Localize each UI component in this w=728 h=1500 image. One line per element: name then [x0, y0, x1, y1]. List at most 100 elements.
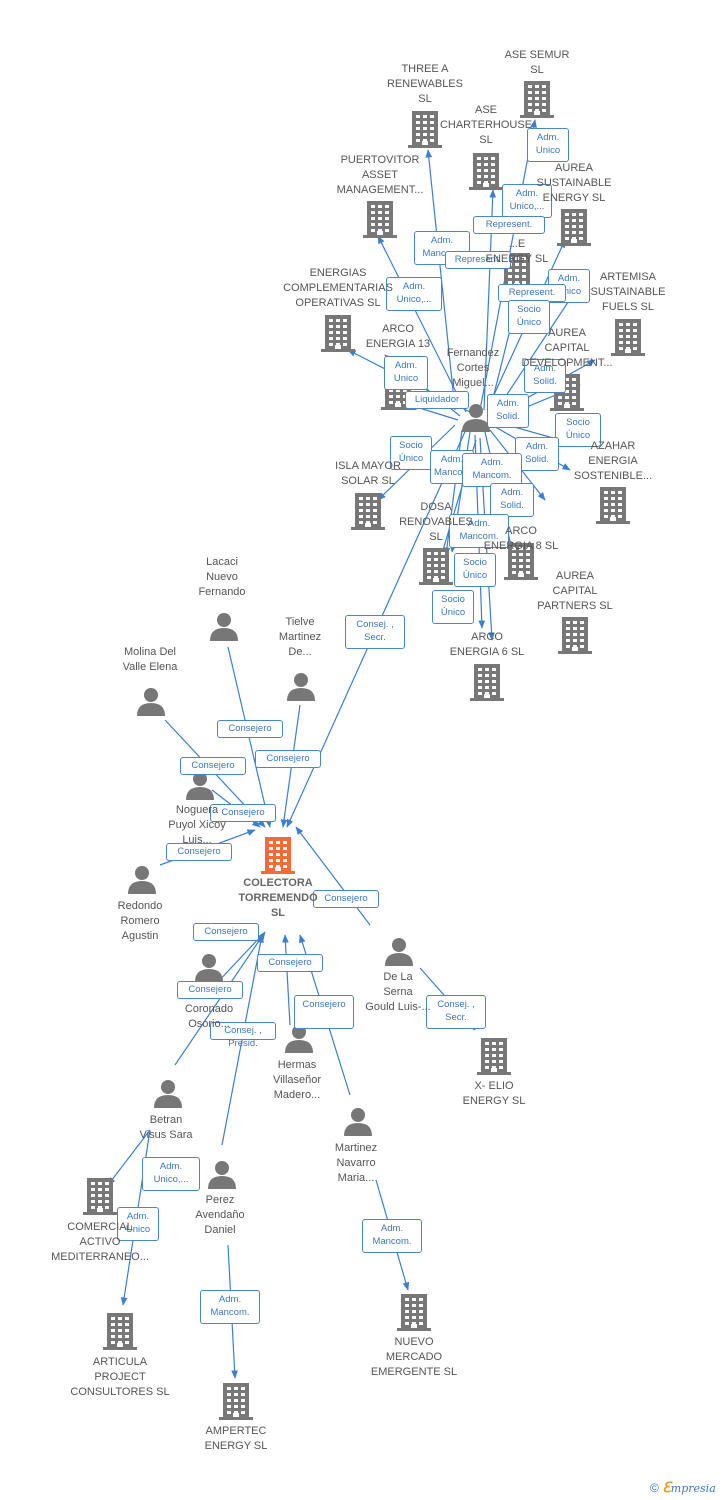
node-label-ampertec[interactable]: AMPERTEC ENERGY SL: [204, 1425, 268, 1452]
node-label-coronado[interactable]: Coronado Osorio...: [184, 1003, 234, 1030]
person-icon-noguera[interactable]: [186, 772, 214, 800]
company-icon-semur[interactable]: [520, 81, 554, 118]
company-icon-comercial[interactable]: [83, 1178, 117, 1215]
node-label-xelio[interactable]: X- ELIO ENERGY SL: [462, 1080, 526, 1107]
node-label-arco13[interactable]: ARCO ENERGIA 13: [365, 323, 431, 350]
person-icon-redondo[interactable]: [128, 866, 156, 894]
node-label-articula[interactable]: ARTICULA PROJECT CONSULTORES SL: [70, 1356, 170, 1398]
node-label-fernandez[interactable]: Fernandez Cortes Miguel...: [446, 347, 500, 389]
relation-label[interactable]: Adm. Solid.: [490, 483, 534, 517]
company-icon-ampertec[interactable]: [219, 1383, 253, 1420]
company-icon-artemisa[interactable]: [611, 319, 645, 356]
person-icon-molina[interactable]: [137, 688, 165, 716]
relation-label[interactable]: Adm. Mancom.: [200, 1290, 260, 1324]
company-icon-isla[interactable]: [351, 493, 385, 530]
node-label-focus[interactable]: COLECTORA TORREMENDO SL: [238, 877, 318, 919]
company-icon-arco8[interactable]: [504, 543, 538, 580]
relation-label[interactable]: Socio Único: [432, 590, 474, 624]
company-icon-arco6[interactable]: [470, 664, 504, 701]
relation-label[interactable]: Socio Único: [555, 413, 601, 447]
node-label-tielve[interactable]: Tielve Martinez De...: [278, 616, 322, 658]
relation-label[interactable]: Adm. Mancom.: [362, 1219, 422, 1253]
relation-label[interactable]: Consejero: [180, 757, 246, 775]
company-icon-charter[interactable]: [469, 153, 503, 190]
relation-label[interactable]: Adm. Unico: [527, 128, 569, 162]
node-label-hidden_e[interactable]: ...E ENERGY SL: [485, 238, 549, 265]
node-label-noguera[interactable]: Noguera Puyol Xicoy Luis...: [168, 804, 226, 846]
node-label-aureasus[interactable]: AUREA SUSTAINABLE ENERGY SL: [536, 162, 612, 204]
relation-label[interactable]: Adm. Solid.: [524, 359, 566, 393]
node-label-betran[interactable]: Betran Visus Sara: [139, 1114, 193, 1141]
relation-label[interactable]: Socio Único: [508, 300, 550, 334]
person-icon-fernandez[interactable]: [462, 404, 490, 432]
node-label-three[interactable]: THREE A RENEWABLES SL: [386, 63, 463, 105]
company-icon-puertovitor[interactable]: [363, 201, 397, 238]
node-label-arco6[interactable]: ARCO ENERGIA 6 SL: [449, 631, 525, 658]
node-label-aureacp[interactable]: AUREA CAPITAL PARTNERS SL: [537, 570, 613, 612]
company-icon-aureasus[interactable]: [557, 209, 591, 246]
company-icon-xelio[interactable]: [477, 1038, 511, 1075]
company-icon-dosa[interactable]: [419, 548, 453, 585]
person-icon-lacaci[interactable]: [210, 613, 238, 641]
node-label-azahar[interactable]: AZAHAR ENERGIA SOSTENIBLE...: [573, 440, 653, 482]
node-label-hermas[interactable]: Hermas Villaseñor Madero...: [272, 1059, 322, 1101]
node-label-aureadev[interactable]: AUREA CAPITAL DEVELOPMENT...: [521, 327, 613, 369]
node-label-arco8[interactable]: ARCO ENERGIA 8 SL: [483, 525, 559, 552]
person-icon-martinez[interactable]: [344, 1108, 372, 1136]
relation-label[interactable]: Consejero: [166, 843, 232, 861]
node-label-delaserna[interactable]: De La Serna Gould Luis-...: [365, 971, 431, 1013]
node-label-semur[interactable]: ASE SEMUR SL: [504, 49, 570, 76]
company-icon-articula[interactable]: [103, 1313, 137, 1350]
relation-label[interactable]: Consej. , Secr.: [426, 995, 486, 1029]
person-icon-perez[interactable]: [208, 1161, 236, 1189]
node-label-martinez[interactable]: Martinez Navarro Maria...: [334, 1142, 378, 1184]
relation-label[interactable]: Liquidador: [405, 391, 469, 409]
brand-logo[interactable]: ℇmpresia: [662, 1480, 716, 1496]
node-label-perez[interactable]: Perez Avendaño Daniel: [195, 1194, 245, 1236]
relation-label[interactable]: Adm. Unico,...: [386, 277, 442, 311]
node-label-molina[interactable]: Molina Del Valle Elena: [122, 646, 178, 673]
company-icon-three[interactable]: [408, 111, 442, 148]
relation-label[interactable]: Consejero: [193, 923, 259, 941]
node-label-redondo[interactable]: Redondo Romero Agustin: [117, 900, 163, 942]
relation-label[interactable]: Adm. Mancom.: [462, 453, 522, 487]
company-icon-azahar[interactable]: [596, 487, 630, 524]
relation-label[interactable]: Consejero: [210, 804, 276, 822]
node-label-nuevo[interactable]: NUEVO MERCADO EMERGENTE SL: [370, 1336, 458, 1378]
company-icon-aureacp[interactable]: [558, 617, 592, 654]
relation-label[interactable]: Adm. Solid.: [515, 437, 559, 471]
person-icon-coronado[interactable]: [195, 954, 223, 982]
person-icon-delaserna[interactable]: [385, 938, 413, 966]
relation-label[interactable]: Socio Único: [454, 553, 496, 587]
node-label-puertovitor[interactable]: PUERTOVITOR ASSET MANAGEMENT...: [336, 154, 424, 196]
relation-label[interactable]: Adm. Unico: [384, 356, 428, 390]
relation-label[interactable]: Consejero: [217, 720, 283, 738]
relation-label[interactable]: Adm. Mancom.: [449, 514, 509, 548]
person-icon-hermas[interactable]: [285, 1025, 313, 1053]
relation-label[interactable]: Consej. , Presid.: [210, 1022, 276, 1049]
node-label-isla[interactable]: ISLA MAYOR SOLAR SL: [335, 460, 401, 487]
relation-label[interactable]: Consejero: [177, 981, 243, 999]
company-icon-focus[interactable]: [261, 837, 295, 874]
relation-label[interactable]: Adm. Unico,...: [142, 1157, 200, 1191]
node-label-artemisa[interactable]: ARTEMISA SUSTAINABLE FUELS SL: [590, 271, 666, 313]
relation-label[interactable]: Consejero: [294, 995, 354, 1029]
relation-label[interactable]: Adm. Solid.: [487, 394, 529, 428]
relation-label[interactable]: Consejero: [255, 750, 321, 768]
node-label-dosa[interactable]: DOSA RENOVABLES SL: [399, 501, 473, 543]
relation-label[interactable]: Consejero: [257, 954, 323, 972]
person-icon-betran[interactable]: [154, 1080, 182, 1108]
node-label-comercial[interactable]: COMERCIAL ACTIVO MEDITERRANEO...: [51, 1221, 149, 1263]
person-icon-tielve[interactable]: [287, 673, 315, 701]
relation-label[interactable]: Consej. , Secr.: [345, 615, 405, 649]
relation-label[interactable]: Adm. Unico,...: [502, 184, 552, 218]
relation-label[interactable]: Adm. Unico: [117, 1207, 159, 1241]
node-label-charter[interactable]: ASE CHARTERHOUSE SL: [439, 104, 533, 146]
relation-label[interactable]: Represent.: [445, 251, 511, 269]
node-label-energias[interactable]: ENERGIAS COMPLEMENTARIAS OPERATIVAS SL: [283, 267, 393, 309]
node-label-lacaci[interactable]: Lacaci Nuevo Fernando: [198, 556, 246, 598]
relation-label[interactable]: Consejero: [313, 890, 379, 908]
company-icon-energias[interactable]: [321, 315, 355, 352]
company-icon-nuevo[interactable]: [397, 1294, 431, 1331]
relation-label[interactable]: Represent.: [473, 216, 545, 234]
